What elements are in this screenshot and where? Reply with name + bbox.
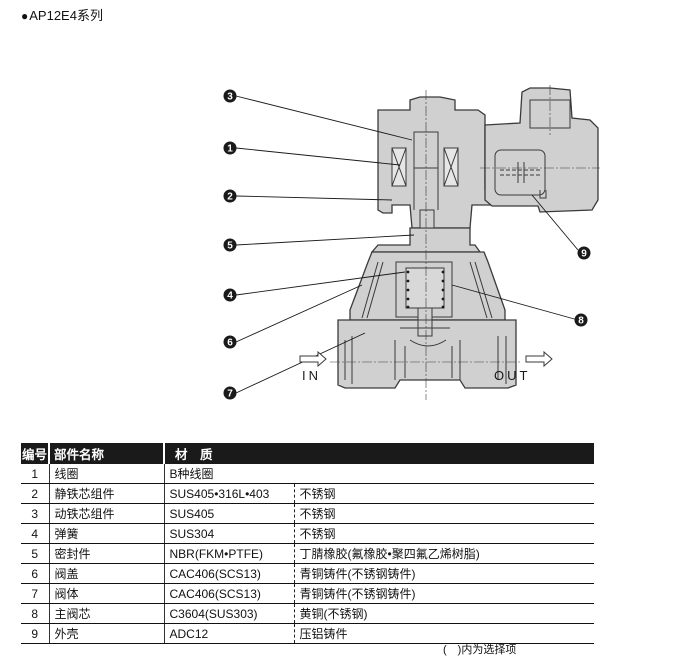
callout-4: 4 xyxy=(223,288,237,302)
table-note: ( )内为选择项 xyxy=(443,644,517,656)
inlet-arrow-icon xyxy=(299,350,327,368)
inlet-label: IN xyxy=(302,368,321,383)
part-name: 密封件 xyxy=(48,543,164,564)
part-name: 弹簧 xyxy=(48,523,164,544)
part-name: 动铁芯组件 xyxy=(48,503,164,524)
svg-text:6: 6 xyxy=(227,338,233,349)
outlet-arrow-icon xyxy=(525,350,553,368)
part-number: 4 xyxy=(21,523,49,544)
part-material-desc: 不锈钢 xyxy=(293,483,594,504)
table-header-row: 编号 部件名称 材 质 xyxy=(21,443,594,464)
part-material: CAC406(SCS13) xyxy=(163,563,294,584)
bullet-icon: ● xyxy=(21,9,29,23)
part-material-desc: 青铜铸件(不锈钢铸件) xyxy=(293,583,594,604)
spring xyxy=(406,270,445,309)
part-material: SUS405 xyxy=(163,503,294,524)
callout-3: 3 xyxy=(223,89,237,103)
part-number: 3 xyxy=(21,503,49,524)
part-material: SUS405•316L•403 xyxy=(163,483,294,504)
part-name: 主阀芯 xyxy=(48,603,164,624)
part-number: 9 xyxy=(21,623,49,644)
part-material: NBR(FKM•PTFE) xyxy=(163,543,294,564)
svg-text:8: 8 xyxy=(578,316,584,327)
svg-text:9: 9 xyxy=(581,249,587,260)
valve-cross-section-diagram: 3 1 2 5 4 6 7 9 8 IN OUT xyxy=(223,85,600,400)
header-material: 材 质 xyxy=(163,443,594,464)
header-name: 部件名称 xyxy=(48,443,164,464)
centerlines xyxy=(330,85,600,400)
callout-9: 9 xyxy=(577,246,591,260)
svg-text:7: 7 xyxy=(227,389,233,400)
part-material: CAC406(SCS13) xyxy=(163,583,294,604)
valve-body xyxy=(337,87,599,389)
part-material: SUS304 xyxy=(163,523,294,544)
svg-text:1: 1 xyxy=(227,144,233,155)
part-number: 6 xyxy=(21,563,49,584)
part-number: 2 xyxy=(21,483,49,504)
part-material-desc: 丁腈橡胶(氟橡胶•聚四氟乙烯树脂) xyxy=(293,543,594,564)
svg-text:5: 5 xyxy=(227,241,233,252)
part-number: 5 xyxy=(21,543,49,564)
part-material-desc: 黄铜(不锈钢) xyxy=(293,603,594,624)
part-number: 7 xyxy=(21,583,49,604)
callout-6: 6 xyxy=(223,335,237,349)
callout-2: 2 xyxy=(223,189,237,203)
series-title: ●AP12E4系列 xyxy=(21,5,103,24)
part-material: B种线圈 xyxy=(163,464,594,484)
svg-text:4: 4 xyxy=(227,291,233,302)
callout-5: 5 xyxy=(223,238,237,252)
part-number: 8 xyxy=(21,603,49,624)
part-number: 1 xyxy=(21,464,49,484)
callout-1: 1 xyxy=(223,141,237,155)
callout-8: 8 xyxy=(574,313,588,327)
part-material-desc: 不锈钢 xyxy=(293,503,594,524)
part-name: 线圈 xyxy=(48,464,164,484)
part-name: 外壳 xyxy=(48,623,164,644)
leader-lines xyxy=(235,95,579,394)
svg-text:3: 3 xyxy=(227,92,233,103)
header-no: 编号 xyxy=(21,443,49,464)
part-name: 阀体 xyxy=(48,583,164,604)
part-name: 静铁芯组件 xyxy=(48,483,164,504)
part-material: ADC12 xyxy=(163,623,294,644)
part-material: C3604(SUS303) xyxy=(163,603,294,624)
series-title-text: AP12E4系列 xyxy=(29,8,103,23)
part-material-desc: 不锈钢 xyxy=(293,523,594,544)
svg-text:2: 2 xyxy=(227,192,233,203)
part-material-desc: 压铝铸件 xyxy=(293,623,594,644)
callout-7: 7 xyxy=(223,386,237,400)
part-name: 阀盖 xyxy=(48,563,164,584)
part-material-desc: 青铜铸件(不锈钢铸件) xyxy=(293,563,594,584)
outlet-label: OUT xyxy=(494,368,530,383)
